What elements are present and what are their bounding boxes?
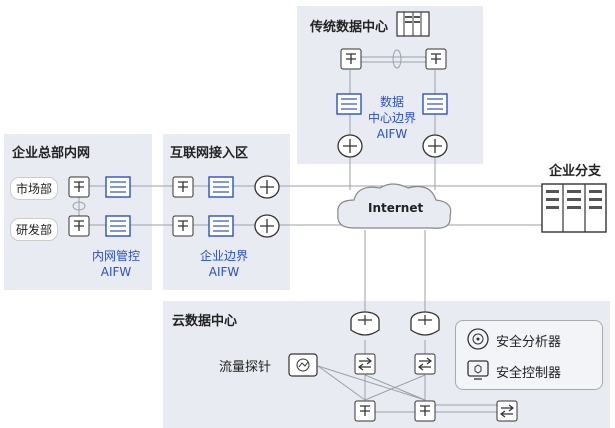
- dc-aifw-label: 数据 中心边界 AIFW: [358, 94, 426, 142]
- internet-access-zone: [163, 134, 290, 290]
- switch-icon: [340, 48, 362, 70]
- hq-zone-title: 企业总部内网: [12, 146, 91, 161]
- firewall-icon: [105, 215, 131, 237]
- switch-icon: [414, 353, 436, 375]
- probe-icon: [288, 353, 318, 377]
- branch-label: 企业分支: [549, 164, 602, 179]
- switch-icon: [425, 48, 447, 70]
- security-management-box: [455, 320, 603, 390]
- edge-aifw-label: 企业边界 AIFW: [186, 248, 262, 280]
- edge-aifw-line2: AIFW: [208, 265, 240, 279]
- firewall-icon: [422, 93, 448, 115]
- firewall-icon: [208, 215, 234, 237]
- switch-icon: [354, 400, 376, 422]
- router-icon: [254, 175, 280, 199]
- internet-label: Internet: [368, 201, 424, 215]
- router-icon: [254, 214, 280, 238]
- intranet-aifw-line1: 内网管控: [91, 249, 140, 263]
- server-rack-icon: [541, 183, 607, 233]
- switch-icon: [68, 215, 90, 237]
- controller-icon: [467, 360, 489, 380]
- switch-icon: [414, 400, 436, 422]
- security-analyzer-label: 安全分析器: [496, 335, 562, 350]
- switch-icon: [172, 215, 194, 237]
- firewall-icon: [208, 176, 234, 198]
- dc-aifw-line3: AIFW: [376, 127, 408, 141]
- traffic-probe-label: 流量探针: [219, 360, 272, 375]
- dc-aifw-line1: 数据: [379, 95, 404, 109]
- traditional-dc-zone: [297, 6, 483, 164]
- market-dept-label: 市场部: [10, 177, 59, 200]
- edge-aifw-line1: 企业边界: [199, 249, 248, 263]
- cloud-icon: [337, 183, 452, 229]
- analyzer-icon: [467, 328, 489, 350]
- router-icon: [337, 134, 363, 158]
- switch-icon: [172, 176, 194, 198]
- intranet-aifw-label: 内网管控 AIFW: [84, 248, 148, 280]
- router-icon: [410, 311, 440, 336]
- switch-icon: [496, 400, 518, 422]
- intranet-aifw-line2: AIFW: [100, 265, 132, 279]
- router-icon: [422, 134, 448, 158]
- switch-icon: [68, 176, 90, 198]
- internet-access-zone-title: 互联网接入区: [170, 146, 249, 161]
- firewall-icon: [105, 176, 131, 198]
- switch-icon: [354, 353, 376, 375]
- firewall-icon: [336, 93, 362, 115]
- security-controller-label: 安全控制器: [496, 366, 562, 381]
- hq-zone: [4, 134, 152, 290]
- rd-dept-label: 研发部: [10, 218, 59, 241]
- dc-aifw-line2: 中心边界: [367, 111, 416, 125]
- server-rack-icon: [396, 11, 430, 37]
- router-icon: [350, 311, 380, 336]
- traditional-dc-zone-title: 传统数据中心: [310, 20, 389, 35]
- cloud-dc-zone-title: 云数据中心: [172, 314, 238, 329]
